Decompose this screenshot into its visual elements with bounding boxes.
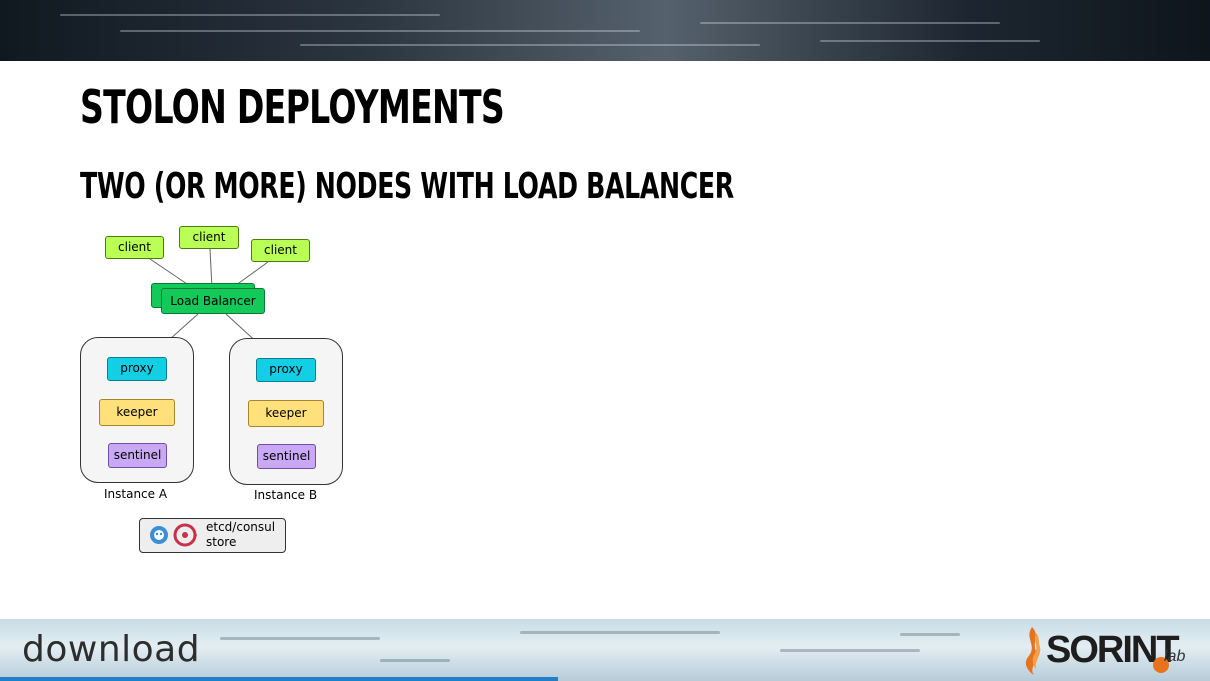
proxy-node: proxy	[107, 357, 167, 381]
client-node: client	[179, 226, 239, 249]
footer-accent-bar	[0, 677, 558, 681]
instance-b-label: Instance B	[254, 488, 318, 502]
slide-subtitle: Two (or more) nodes with load balancer	[80, 166, 734, 207]
slide-title: Stolon deployments	[80, 80, 505, 134]
keeper-node: keeper	[248, 400, 324, 427]
etcd-consul-store: etcd/consul store	[139, 518, 286, 553]
proxy-node: proxy	[256, 358, 316, 382]
load-balancer-node: Load Balancer	[161, 288, 265, 314]
store-icons	[150, 523, 197, 547]
instance-a-label: Instance A	[104, 487, 168, 501]
connector-client2-lb	[208, 248, 215, 289]
keeper-node: keeper	[99, 399, 175, 426]
sorint-dot-icon	[1153, 657, 1169, 673]
download-logo: download	[22, 629, 201, 670]
bottom-banner	[0, 619, 1210, 681]
store-label-line1: etcd/consul	[206, 520, 276, 534]
sentinel-node: sentinel	[257, 444, 316, 469]
store-label: etcd/consul store	[206, 520, 275, 550]
etcd-icon	[150, 526, 168, 544]
client-node: client	[105, 236, 164, 259]
consul-icon	[173, 523, 197, 547]
top-banner	[0, 0, 1210, 61]
sorint-lab-text: lab	[1164, 648, 1186, 665]
store-label-line2: store	[206, 535, 237, 549]
sentinel-node: sentinel	[108, 443, 167, 468]
sorint-flame-icon	[1025, 627, 1041, 675]
client-node: client	[251, 239, 310, 262]
